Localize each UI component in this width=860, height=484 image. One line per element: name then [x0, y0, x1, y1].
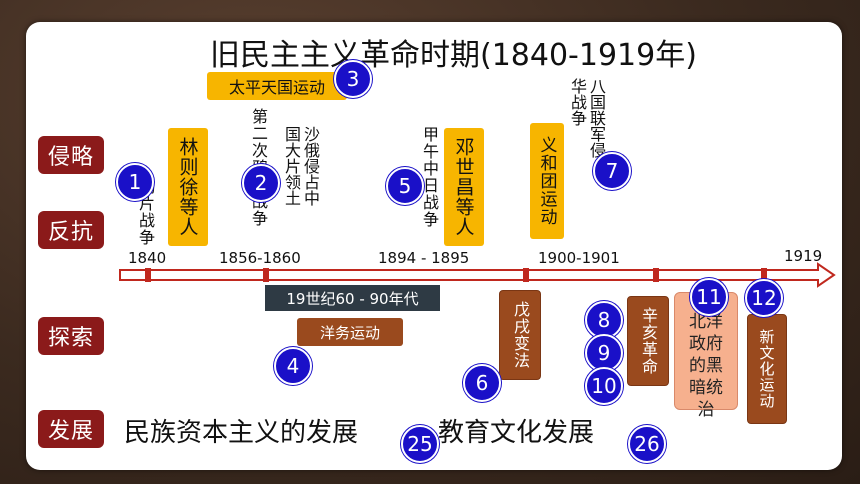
xinhai-text: 辛亥革命 [639, 307, 658, 375]
sino-japanese-label: 甲午中日战争 [420, 126, 439, 228]
tick-1898 [523, 268, 529, 282]
badge-3[interactable]: 3 [334, 60, 372, 98]
tick-1911 [653, 268, 659, 282]
westernization-label: 洋务运动 [297, 318, 403, 346]
era-label: 19世纪60 - 90年代 [265, 285, 440, 311]
wuxu-label: 戊戌变法 [499, 290, 541, 380]
lin-text: 林则徐等人 [176, 137, 199, 237]
new-culture-label: 新文化运动 [747, 314, 787, 424]
badge-5[interactable]: 5 [386, 167, 424, 205]
badge-7[interactable]: 7 [593, 152, 631, 190]
year-1900-1901: 1900-1901 [538, 249, 620, 267]
year-1919: 1919 [784, 247, 823, 265]
badge-11[interactable]: 11 [690, 278, 728, 316]
eight-nation-label: 八国联军侵华战争 [568, 78, 606, 158]
tick-1856 [263, 268, 269, 282]
year-1894-1895: 1894 - 1895 [378, 249, 470, 267]
page-title: 旧民主主义革命时期(1840-1919年) [210, 38, 697, 73]
russia-label: 沙俄侵占中国大片领土 [282, 126, 320, 206]
xinhai-label: 辛亥革命 [627, 296, 669, 386]
timeline-arrow [119, 262, 836, 288]
boxer-text: 义和团运动 [536, 136, 557, 226]
year-1840: 1840 [128, 249, 167, 267]
badge-6[interactable]: 6 [463, 364, 501, 402]
category-resistance[interactable]: 反抗 [38, 211, 104, 249]
badge-9[interactable]: 9 [585, 334, 623, 372]
badge-4[interactable]: 4 [274, 347, 312, 385]
tick-1840 [145, 268, 151, 282]
deng-text: 邓世昌等人 [452, 137, 475, 237]
taiping-label: 太平天国运动 [207, 72, 347, 100]
tick-1915 [761, 268, 767, 282]
education-label: 教育文化发展 [438, 418, 595, 448]
badge-2[interactable]: 2 [242, 164, 280, 202]
lin-label: 林则徐等人 [168, 128, 208, 246]
badge-12[interactable]: 12 [745, 279, 783, 317]
category-invasion[interactable]: 侵略 [38, 136, 104, 174]
badge-10[interactable]: 10 [585, 367, 623, 405]
boxer-label: 义和团运动 [530, 123, 564, 239]
capitalism-label: 民族资本主义的发展 [124, 418, 359, 448]
year-1856-1860: 1856-1860 [219, 249, 301, 267]
badge-25[interactable]: 25 [401, 425, 439, 463]
deng-label: 邓世昌等人 [444, 128, 484, 246]
category-exploration[interactable]: 探索 [38, 317, 104, 355]
category-development[interactable]: 发展 [38, 410, 104, 448]
wuxu-text: 戊戌变法 [511, 301, 530, 369]
badge-26[interactable]: 26 [628, 425, 666, 463]
badge-8[interactable]: 8 [585, 301, 623, 339]
new-culture-text: 新文化运动 [757, 329, 776, 409]
badge-1[interactable]: 1 [116, 163, 154, 201]
